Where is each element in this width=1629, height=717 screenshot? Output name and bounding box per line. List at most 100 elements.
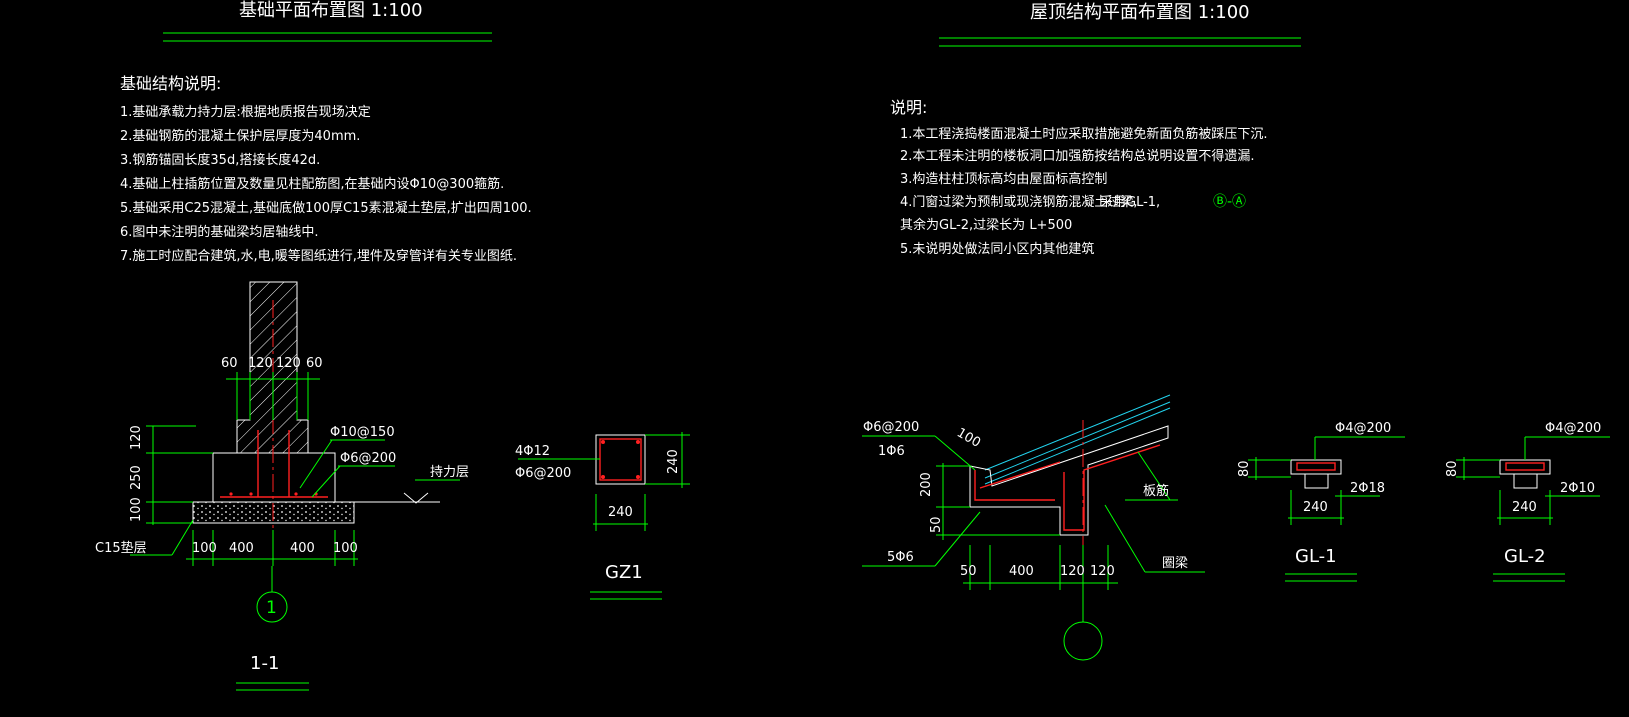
gl1-lintel-web — [1304, 473, 1329, 489]
eave-slab-rebar — [979, 461, 1061, 489]
rebar-dot — [294, 492, 298, 496]
foundation-note-3: 3.钢筋锚固长度35d,搭接长度42d. — [120, 152, 320, 168]
cushion-leader — [171, 519, 194, 556]
dim-top-120-left: 120 — [248, 356, 273, 371]
dim-left-120: 120 — [129, 425, 144, 450]
slab-bar-leader — [1137, 451, 1171, 501]
gl1-label: GL-1 — [1295, 546, 1337, 567]
roof-note-2: 2.本工程未注明的楼板洞口加强筋按结构总说明设置不得遗漏. — [900, 148, 1255, 164]
section-1-1-detail: 60 120 120 60 120 250 100 100 400 400 10… — [95, 281, 469, 691]
roof-notes-heading: 说明: — [890, 98, 927, 117]
dim-bottom-400-left: 400 — [229, 541, 254, 556]
roof-note-4-cont: 其余为GL-2,过梁长为 L+500 — [900, 217, 1072, 233]
gl1-width-label: 240 — [1303, 500, 1328, 515]
foundation-notes-heading: 基础结构说明: — [120, 74, 221, 93]
dim-top-60-right: 60 — [306, 356, 323, 371]
eave-dim-bottom-120-right: 120 — [1090, 564, 1115, 579]
gz1-label: GZ1 — [605, 562, 643, 583]
foundation-note-2: 2.基础钢筋的混凝土保护层厚度为40mm. — [120, 128, 360, 144]
gl2-outline — [1499, 459, 1551, 475]
foundation-note-5: 5.基础采用C25混凝土,基础底做100厚C15素混凝土垫层,扩出四周100. — [120, 200, 532, 216]
dim-bottom-400-right: 400 — [290, 541, 315, 556]
gz1-stirrup-label: Φ6@200 — [515, 466, 571, 481]
leader-phi6 — [311, 465, 341, 498]
eave-section-detail: Φ6@200 1Φ6 100 5Φ6 200 50 50 400 120 120… — [862, 394, 1205, 661]
gz1-bar — [636, 440, 640, 444]
gz1-bars-label: 4Φ12 — [515, 444, 550, 459]
gz1-width-dim: 240 — [608, 505, 633, 520]
eave-bottom-rebar — [974, 470, 1055, 501]
rebar-label-phi10-150: Φ10@150 — [330, 425, 395, 440]
eave-stirrup-label: Φ6@200 — [863, 420, 919, 435]
eave-dim-50: 50 — [929, 516, 944, 533]
eave-leader-5phi6 — [934, 511, 981, 567]
dim-bottom-100-right: 100 — [333, 541, 358, 556]
foundation-note-4: 4.基础上柱插筋位置及数量见柱配筋图,在基础内设Φ10@300箍筋. — [120, 176, 504, 192]
left-drawing-title: 基础平面布置图 1:100 — [239, 0, 423, 21]
gl1-outline — [1290, 459, 1342, 475]
gl1-detail: Φ4@200 2Φ18 80 240 GL-1 — [1237, 421, 1405, 582]
gl2-label: GL-2 — [1504, 546, 1546, 567]
eave-dim-100: 100 — [954, 425, 983, 450]
axis-reference-b-a: Ⓑ-Ⓐ — [1213, 194, 1246, 210]
dim-left-100: 100 — [129, 497, 144, 522]
gz1-bar — [636, 475, 640, 479]
gl1-stirrup-label: Φ4@200 — [1335, 421, 1391, 436]
rebar-dot — [249, 492, 253, 496]
gl2-height-label: 80 — [1445, 460, 1460, 477]
roof-note-4: 4.门窗过梁为预制或现浇钢筋混凝土过梁, — [900, 194, 1138, 210]
roof-tile-line — [984, 401, 1171, 479]
axis-bubble-1 — [256, 591, 288, 623]
eave-dim-200: 200 — [919, 472, 934, 497]
gz1-bar — [601, 440, 605, 444]
foundation-note-1: 1.基础承载力持力层:根据地质报告现场决定 — [120, 105, 371, 120]
eave-5phi6-label: 5Φ6 — [887, 550, 914, 565]
dim-top-120-right: 120 — [276, 356, 301, 371]
eave-dim-bottom-50: 50 — [960, 564, 977, 579]
bearing-layer-symbol — [403, 492, 429, 504]
right-drawing-title: 屋顶结构平面布置图 1:100 — [1030, 2, 1250, 23]
gl2-stirrup — [1505, 462, 1545, 471]
dim-bottom-100-left: 100 — [192, 541, 217, 556]
gl2-bars-label: 2Φ10 — [1560, 481, 1595, 496]
gz1-bar — [601, 475, 605, 479]
gl2-lintel-web — [1513, 473, 1538, 489]
leader-phi10 — [299, 439, 333, 489]
bearing-layer-label: 持力层 — [430, 465, 469, 480]
roof-tile-line — [984, 407, 1171, 485]
gl1-stirrup — [1296, 462, 1336, 471]
slab-bar-label: 板筋 — [1143, 483, 1169, 499]
roof-note-1: 1.本工程浇捣楼面混凝土时应采取措施避免新面负筋被踩压下沉. — [900, 126, 1268, 142]
roof-note-5: 5.未说明处做法同小区内其他建筑 — [900, 241, 1094, 257]
roof-note-3: 3.构造柱柱顶标高均由屋面标高控制 — [900, 171, 1107, 187]
roof-note-4-gl1: 采用GL-1, — [1100, 195, 1160, 210]
gz1-height-dim: 240 — [666, 449, 681, 474]
eave-axis-bubble — [1063, 621, 1103, 661]
gl1-bars-label: 2Φ18 — [1350, 481, 1385, 496]
eave-concrete-outline — [969, 425, 1169, 536]
gl1-height-label: 80 — [1237, 460, 1252, 477]
right-title-block: 屋顶结构平面布置图 1:100 — [939, 2, 1301, 47]
gz1-detail: 4Φ12 Φ6@200 240 240 GZ1 — [515, 432, 690, 600]
ring-beam-leader — [1104, 504, 1146, 573]
axis-label-1: 1 — [266, 598, 277, 618]
gl2-stirrup-label: Φ4@200 — [1545, 421, 1601, 436]
rebar-dot — [229, 492, 233, 496]
roof-notes: 说明: 1.本工程浇捣楼面混凝土时应采取措施避免新面负筋被踩压下沉. 2.本工程… — [890, 98, 1268, 257]
section-label-1-1: 1-1 — [250, 653, 279, 674]
left-title-block: 基础平面布置图 1:100 — [163, 0, 492, 42]
eave-1phi6-label: 1Φ6 — [878, 444, 905, 459]
eave-dim-bottom-120-left: 120 — [1060, 564, 1085, 579]
foundation-note-7: 7.施工时应配合建筑,水,电,暖等图纸进行,埋件及穿管详有关专业图纸. — [120, 248, 517, 264]
gz1-stirrup — [599, 438, 642, 481]
gl2-width-label: 240 — [1512, 500, 1537, 515]
eave-leader — [934, 435, 976, 471]
ring-beam-rebar — [1063, 444, 1161, 531]
eave-dim-bottom-400: 400 — [1009, 564, 1034, 579]
rebar-label-phi6-200: Φ6@200 — [340, 451, 396, 466]
ring-beam-label: 圈梁 — [1162, 556, 1188, 571]
gl2-detail: Φ4@200 2Φ10 80 240 GL-2 — [1445, 421, 1610, 582]
dim-top-60-left: 60 — [221, 356, 238, 371]
roof-tile-line — [984, 394, 1171, 471]
